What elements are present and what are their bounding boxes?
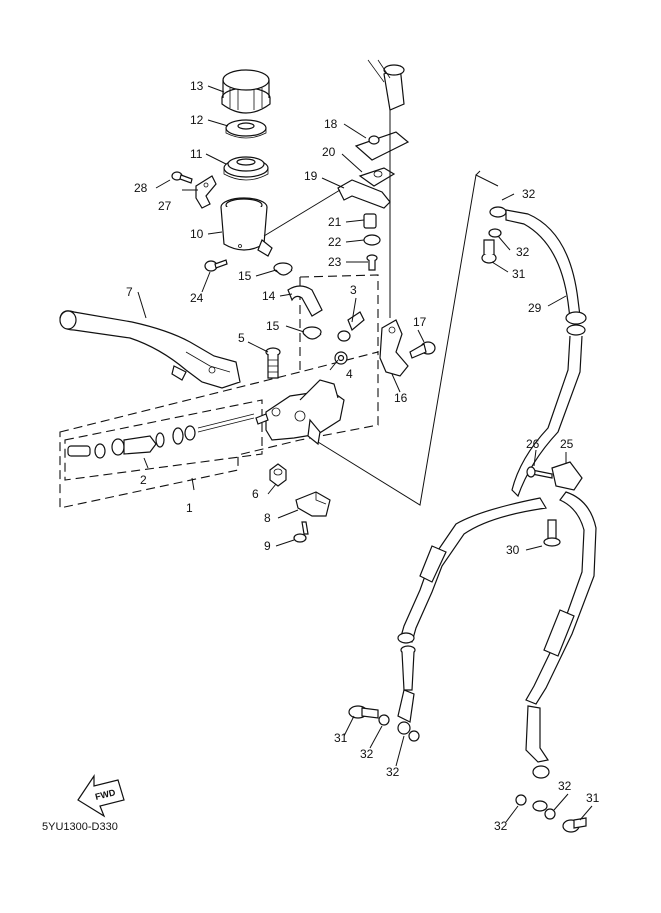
part-label-17: 17 [413, 315, 427, 329]
copper-washer [334, 351, 348, 365]
part-label-32-top: 32 [522, 187, 536, 201]
part-label-31-top: 31 [512, 267, 526, 281]
part-label-14: 14 [262, 289, 276, 303]
piston-kit [67, 413, 269, 459]
part-label-13: 13 [190, 79, 204, 93]
part-label-21: 21 [328, 215, 342, 229]
reservoir-cap [221, 69, 271, 114]
reservoir-plate [225, 119, 267, 139]
bolt-23 [366, 254, 378, 271]
part-label-28: 28 [134, 181, 148, 195]
part-label-15-upper: 15 [238, 269, 252, 283]
part-label-26: 26 [526, 437, 540, 451]
part-label-24: 24 [190, 291, 204, 305]
brake-hose-system [343, 193, 597, 833]
part-label-12: 12 [190, 113, 204, 127]
holder-19 [337, 179, 391, 209]
part-label-8: 8 [264, 511, 271, 525]
part-label-1: 1 [186, 501, 193, 515]
lever-pivot-bolt [265, 347, 281, 379]
hose-clip-upper [273, 262, 293, 276]
part-label-32-right-a: 32 [558, 779, 572, 793]
fwd-arrow-icon: FWD [77, 774, 125, 818]
part-label-31-left: 31 [334, 731, 348, 745]
brake-lever [59, 310, 241, 389]
leader-lines [137, 85, 499, 547]
screw-28 [171, 171, 193, 184]
part-label-6: 6 [252, 487, 259, 501]
switch-screw [293, 521, 309, 543]
plate-20 [358, 167, 396, 187]
spacer-21 [363, 213, 377, 229]
part-label-19: 19 [304, 169, 318, 183]
part-label-5: 5 [238, 331, 245, 345]
part-label-10: 10 [190, 227, 204, 241]
part-label-31-right: 31 [586, 791, 600, 805]
part-label-16: 16 [394, 391, 408, 405]
reservoir-diaphragm [223, 156, 269, 181]
diagram-code: 5YU1300-D330 [42, 821, 118, 833]
part-label-29: 29 [528, 301, 542, 315]
handlebar-end-fitting [367, 59, 405, 111]
part-label-7: 7 [126, 285, 133, 299]
part-label-27: 27 [158, 199, 172, 213]
part-label-32-second: 32 [516, 245, 530, 259]
part-label-32-left-a: 32 [360, 747, 374, 761]
part-label-9: 9 [264, 539, 271, 553]
reservoir-hose [287, 285, 323, 317]
master-cylinder-body [265, 379, 345, 446]
part-label-18: 18 [324, 117, 338, 131]
part-label-3: 3 [350, 283, 357, 297]
part-number-labels: 13 12 11 28 27 10 15 24 14 7 15 5 3 4 16… [126, 79, 600, 833]
screw-24 [204, 259, 228, 272]
part-label-11: 11 [190, 147, 203, 161]
fwd-label: FWD [94, 787, 117, 802]
part-label-23: 23 [328, 255, 342, 269]
hose-clip-lower [302, 326, 322, 340]
reservoir-bracket [195, 175, 217, 209]
front-brake-switch [295, 491, 331, 517]
master-cylinder-holder [379, 319, 409, 377]
part-label-2: 2 [140, 473, 147, 487]
master-cylinder-assembly-boundary [59, 274, 379, 509]
part-label-4: 4 [346, 367, 353, 381]
part-label-15-lower: 15 [266, 319, 280, 333]
part-label-22: 22 [328, 235, 342, 249]
part-label-20: 20 [322, 145, 336, 159]
holder-bolt [409, 341, 436, 359]
lever-nut [269, 463, 287, 487]
part-label-32-right-b: 32 [494, 819, 508, 833]
part-label-32-left-b: 32 [386, 765, 400, 779]
part-label-25: 25 [560, 437, 574, 451]
banjo-fitting [337, 311, 365, 342]
brake-fluid-reservoir [220, 197, 273, 257]
bracket-18 [354, 131, 410, 161]
part-label-30: 30 [506, 543, 520, 557]
washer-22 [363, 234, 381, 246]
